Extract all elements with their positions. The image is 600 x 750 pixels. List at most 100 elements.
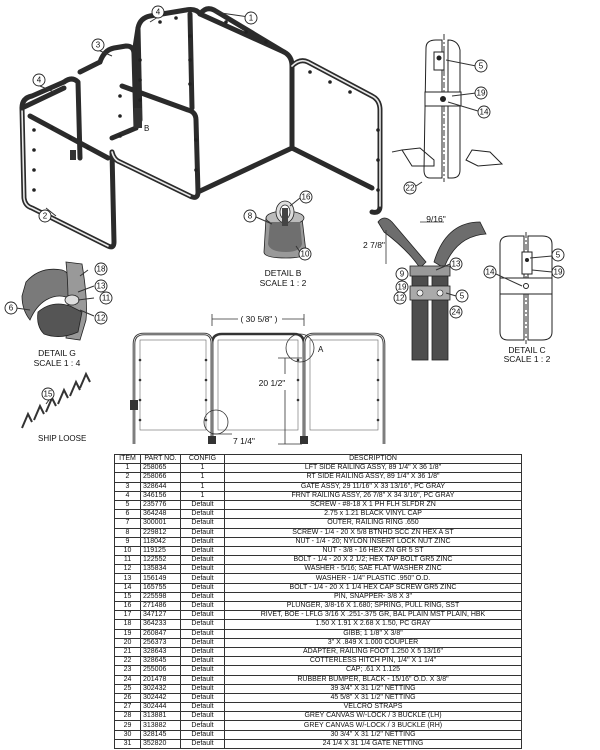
config-cell: Default [180, 527, 225, 538]
config-cell: Default [180, 619, 225, 630]
item-callout-number: 24 [452, 308, 461, 317]
config-cell: Default [180, 573, 225, 584]
item-cell: 7 [114, 518, 141, 529]
config-cell: Default [180, 720, 225, 731]
item-callout-number: 3 [96, 41, 101, 50]
item-cell: 31 [114, 738, 141, 750]
config-cell: Default [180, 665, 225, 676]
config-cell: Default [180, 656, 225, 667]
item-cell: 13 [114, 573, 141, 584]
detail-g-title: DETAIL G [38, 348, 76, 358]
part-number-cell: 258065 [140, 463, 181, 474]
item-cell: 15 [114, 591, 141, 603]
item-callout [393, 291, 407, 305]
part-number-cell: 302442 [140, 692, 181, 704]
clamp-detail-view: 5 19 14 22 [391, 34, 504, 195]
item-callout-number: 4 [37, 76, 42, 85]
config-cell: Default [180, 536, 225, 547]
description-cell: GIBB; 1 1/8" X 3/8" [224, 628, 522, 639]
item-cell: 28 [114, 711, 141, 722]
config-cell: 1 [180, 490, 225, 501]
item-callout [449, 305, 463, 319]
config-cell: Default [180, 518, 225, 529]
part-number-cell: 122552 [140, 555, 181, 566]
item-callout-number: 4 [156, 8, 161, 17]
description-cell: RUBBER BUMPER, BLACK - 15/16" O.D. X 3/8… [224, 674, 522, 685]
item-callout-number: 19 [477, 89, 486, 98]
config-cell: Default [180, 564, 225, 575]
header-part-no: PART NO. [140, 453, 181, 465]
config-cell: Default [180, 545, 225, 557]
item-callout [4, 301, 18, 315]
item-cell: 29 [114, 720, 141, 731]
item-callout-number: 22 [406, 184, 415, 193]
description-cell: OUTER, RAILING RING .650 [224, 518, 522, 529]
description-cell: GREY CANVAS W/-LOCK / 3 BUCKLE (RH) [224, 720, 522, 731]
item-callout [449, 257, 463, 271]
config-cell: 1 [180, 472, 225, 483]
part-number-cell: 235776 [140, 499, 181, 511]
description-cell: 3" X .849 X 1.000 COUPLER [224, 637, 522, 648]
item-callout [403, 181, 417, 195]
config-cell: Default [180, 702, 225, 713]
config-cell: Default [180, 555, 225, 566]
item-callout-number: 18 [97, 265, 106, 274]
part-number-cell: 328644 [140, 481, 181, 492]
part-number-cell: 201478 [140, 674, 181, 685]
config-cell: 1 [180, 481, 225, 492]
item-callout-number: 1 [249, 14, 254, 23]
item-callout-number: 14 [486, 268, 495, 277]
bottom-dimension: 7 1/4" [233, 436, 255, 446]
item-callout-number: 13 [452, 260, 461, 269]
part-number-cell: 258066 [140, 472, 181, 483]
detail-c-scale: SCALE 1 : 2 [504, 354, 551, 364]
item-callout [483, 265, 497, 279]
config-cell: Default [180, 582, 225, 593]
config-cell: Default [180, 591, 225, 603]
description-cell: 1.50 X 1.91 X 2.68 X 1.50, PC GRAY [224, 619, 522, 630]
config-cell: Default [180, 646, 225, 658]
part-number-cell: 156149 [140, 573, 181, 584]
item-callout-number: 5 [460, 292, 465, 301]
config-cell: Default [180, 509, 225, 520]
ship-loose-parts: 15 SHIP LOOSE [21, 371, 91, 443]
item-callout-number: 11 [102, 294, 111, 303]
table-header-row: ITEM PART NO. CONFIG DESCRIPTION [114, 453, 522, 465]
item-callout-number: 9 [400, 270, 405, 279]
config-cell: Default [180, 637, 225, 648]
description-cell: PLUNGER, 3/8-16 X 1.680; SPRING, PULL RI… [224, 600, 522, 612]
part-number-cell: 328145 [140, 729, 181, 740]
description-cell: LFT SIDE RAILING ASSY, 89 1/4" X 36 1/8" [224, 463, 522, 474]
height-dimension: 20 1/2" [259, 378, 286, 388]
part-number-cell: 300001 [140, 518, 181, 529]
item-cell: 16 [114, 600, 141, 612]
item-callout [41, 387, 55, 401]
part-number-cell: 364233 [140, 619, 181, 630]
description-cell: SCREW - 1/4 - 20 X 5/8 BTNHD SCC ZN HEX … [224, 527, 522, 538]
part-number-cell: 313882 [140, 720, 181, 731]
item-callout-number: 2 [43, 212, 48, 221]
config-cell: Default [180, 729, 225, 740]
item-callout-number: 19 [398, 283, 407, 292]
item-cell: 10 [114, 545, 141, 557]
description-cell: GREY CANVAS W/-LOCK / 3 BUCKLE (LH) [224, 711, 522, 722]
item-cell: 23 [114, 665, 141, 676]
item-cell: 4 [114, 490, 141, 501]
part-number-cell: 255006 [140, 665, 181, 676]
assembly-drawing: B 1 4 3 4 2 5 19 1 [4, 5, 565, 446]
config-cell: Default [180, 499, 225, 511]
